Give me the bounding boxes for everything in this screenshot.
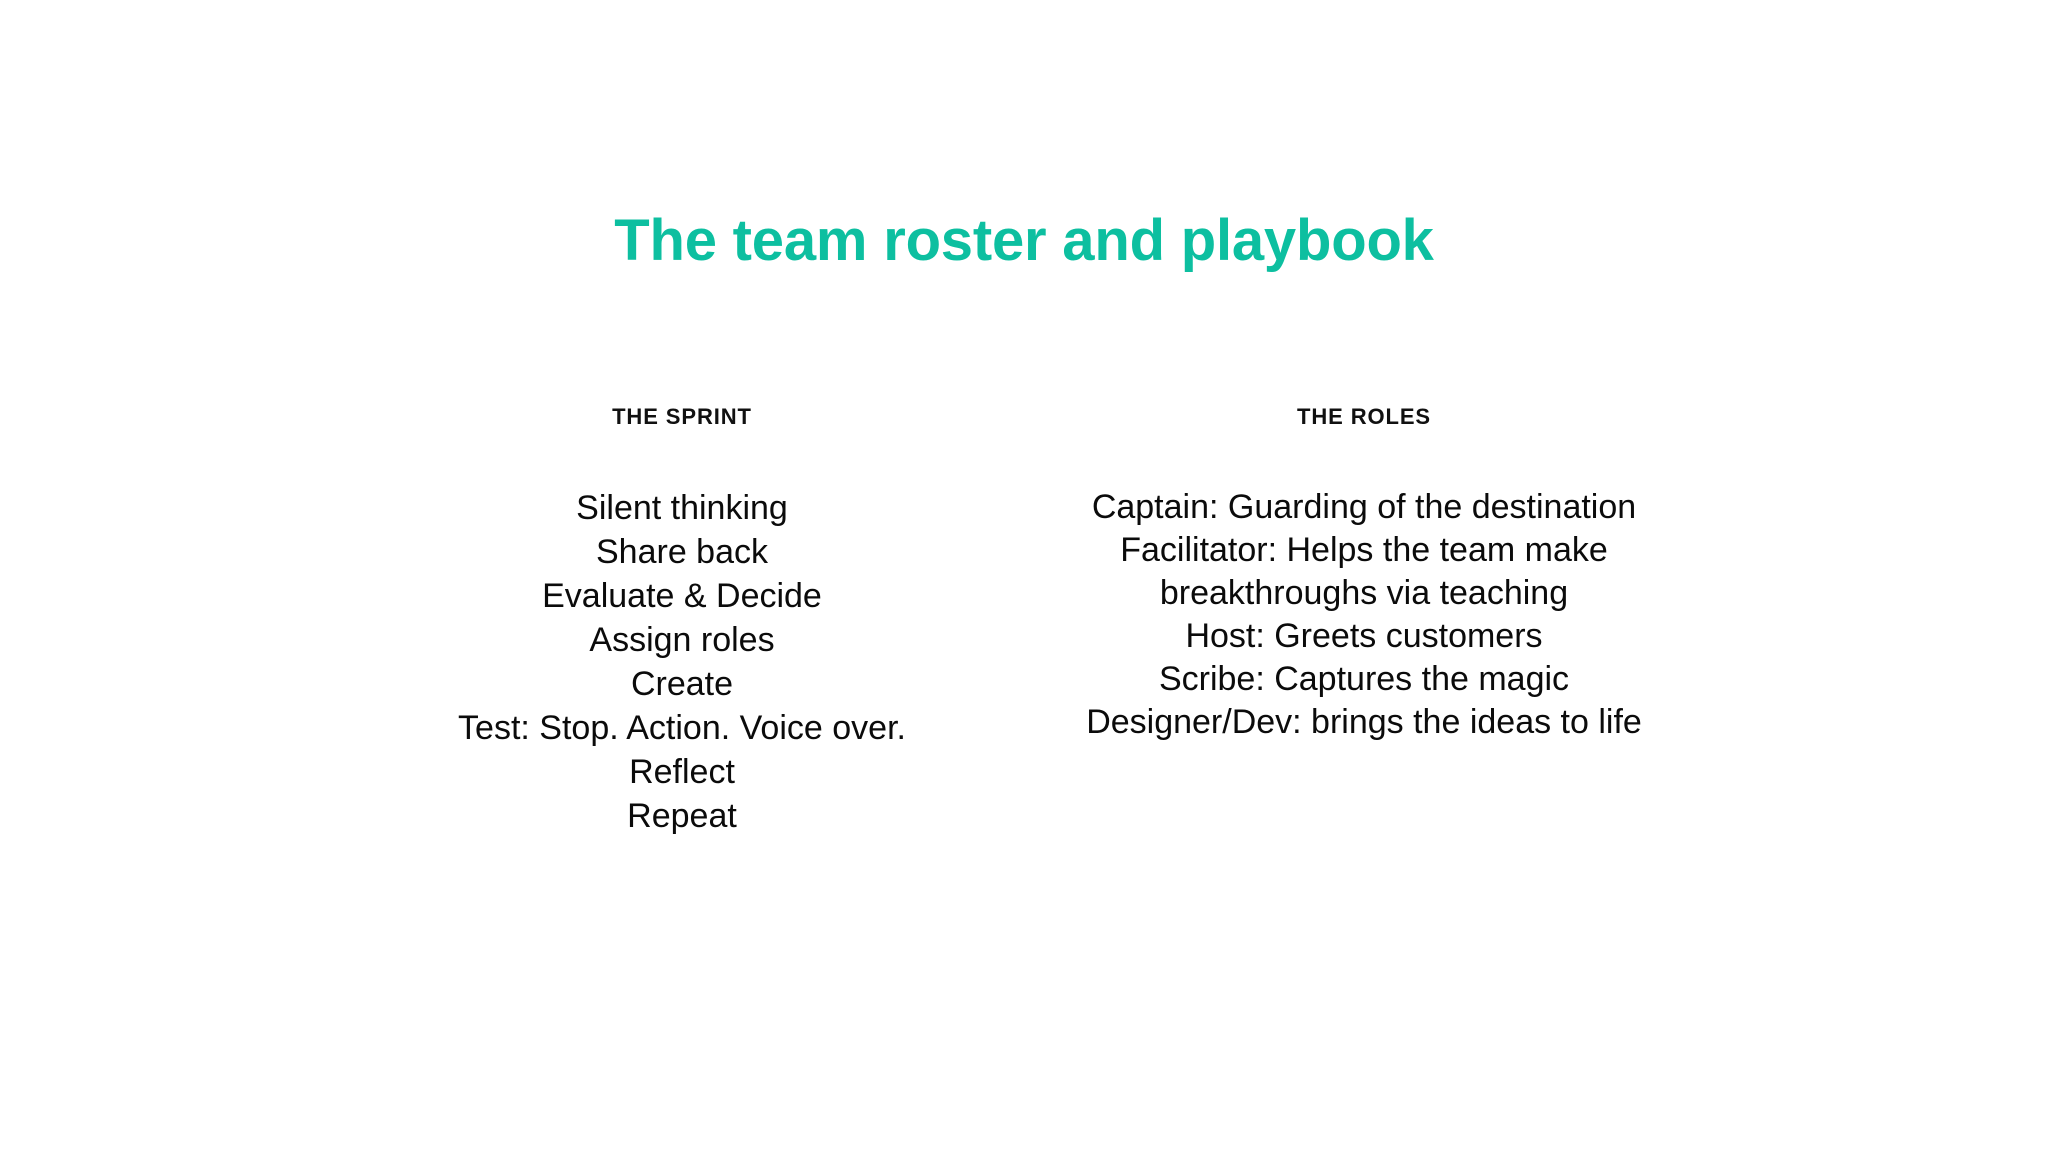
column-heading-roles: THE ROLES (1297, 404, 1431, 429)
list-item: Evaluate & Decide (542, 577, 822, 616)
column-the-roles: THE ROLES Captain: Guarding of the desti… (1044, 404, 1684, 744)
roles-list: Captain: Guarding of the destination Fac… (1044, 486, 1684, 744)
sprint-step-list: Silent thinking Share back Evaluate & De… (362, 486, 1002, 838)
list-item: Scribe: Captures the magic (1158, 660, 1570, 699)
list-item: Reflect (629, 753, 735, 792)
list-item: Test: Stop. Action. Voice over. (458, 709, 906, 748)
content-columns: THE SPRINT Silent thinking Share back Ev… (0, 404, 2048, 964)
column-the-sprint: THE SPRINT Silent thinking Share back Ev… (362, 404, 1002, 838)
column-heading-sprint: THE SPRINT (612, 404, 752, 429)
list-item: Silent thinking (576, 489, 788, 528)
list-item: Facilitator: Helps the team make breakth… (1120, 531, 1608, 613)
list-item: Host: Greets customers (1185, 617, 1543, 656)
list-item: Create (630, 665, 734, 704)
page-title: The team roster and playbook (614, 207, 1434, 273)
list-item: Repeat (627, 797, 737, 836)
list-item: Share back (596, 533, 768, 572)
list-item: Captain: Guarding of the destination (1091, 488, 1637, 527)
list-item: Designer/Dev: brings the ideas to life (1086, 703, 1642, 742)
list-item: Assign roles (589, 621, 775, 660)
